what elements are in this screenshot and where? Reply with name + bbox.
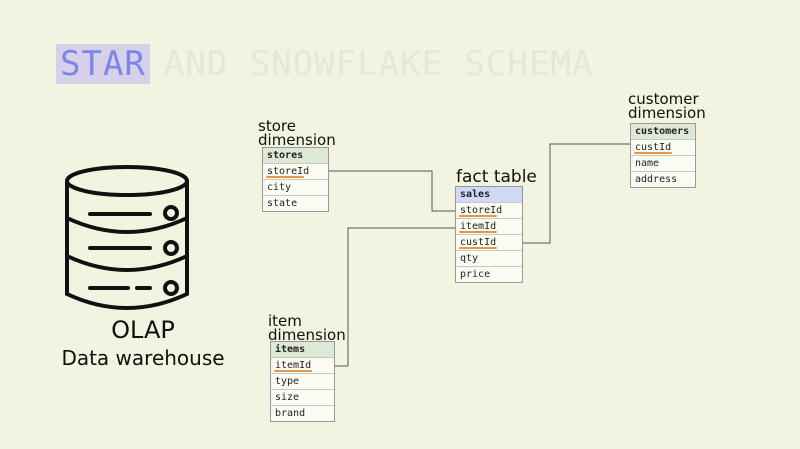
customers-table[interactable]: customers custId name address xyxy=(630,123,696,188)
store-dimension-label: store dimension xyxy=(258,117,336,149)
table-field: type xyxy=(271,373,334,389)
title-rest: AND SNOWFLAKE SCHEMA xyxy=(163,44,594,84)
table-field: size xyxy=(271,389,334,405)
table-field: itemId xyxy=(271,357,334,373)
warehouse-caption-dw: Data warehouse xyxy=(61,346,225,370)
table-header: customers xyxy=(631,124,695,139)
title-highlight: STAR xyxy=(56,44,150,84)
item-dimension-label: item dimension xyxy=(268,312,346,344)
table-field: qty xyxy=(456,250,522,266)
table-field: address xyxy=(631,171,695,187)
sales-table[interactable]: sales storeId itemId custId qty price xyxy=(455,186,523,283)
table-header: items xyxy=(271,342,334,357)
database-icon xyxy=(65,165,189,310)
warehouse-caption-olap: OLAP xyxy=(111,316,175,344)
table-field: storeId xyxy=(456,202,522,218)
table-field: price xyxy=(456,266,522,282)
fact-table-label: fact table xyxy=(456,167,537,187)
table-field: custId xyxy=(631,139,695,155)
table-field: state xyxy=(263,195,328,211)
connector-customer-sales xyxy=(522,143,631,244)
table-field: custId xyxy=(456,234,522,250)
connector-store-sales xyxy=(328,170,455,212)
customer-dimension-label: customer dimension xyxy=(628,90,706,122)
page-title: STAR AND SNOWFLAKE SCHEMA xyxy=(56,44,593,84)
table-field: brand xyxy=(271,405,334,421)
table-header: stores xyxy=(263,148,328,163)
table-field: storeId xyxy=(263,163,328,179)
stores-table[interactable]: stores storeId city state xyxy=(262,147,329,212)
table-header: sales xyxy=(456,187,522,202)
table-field: itemId xyxy=(456,218,522,234)
table-field: city xyxy=(263,179,328,195)
items-table[interactable]: items itemId type size brand xyxy=(270,341,335,422)
connector-item-sales xyxy=(334,227,455,367)
table-field: name xyxy=(631,155,695,171)
